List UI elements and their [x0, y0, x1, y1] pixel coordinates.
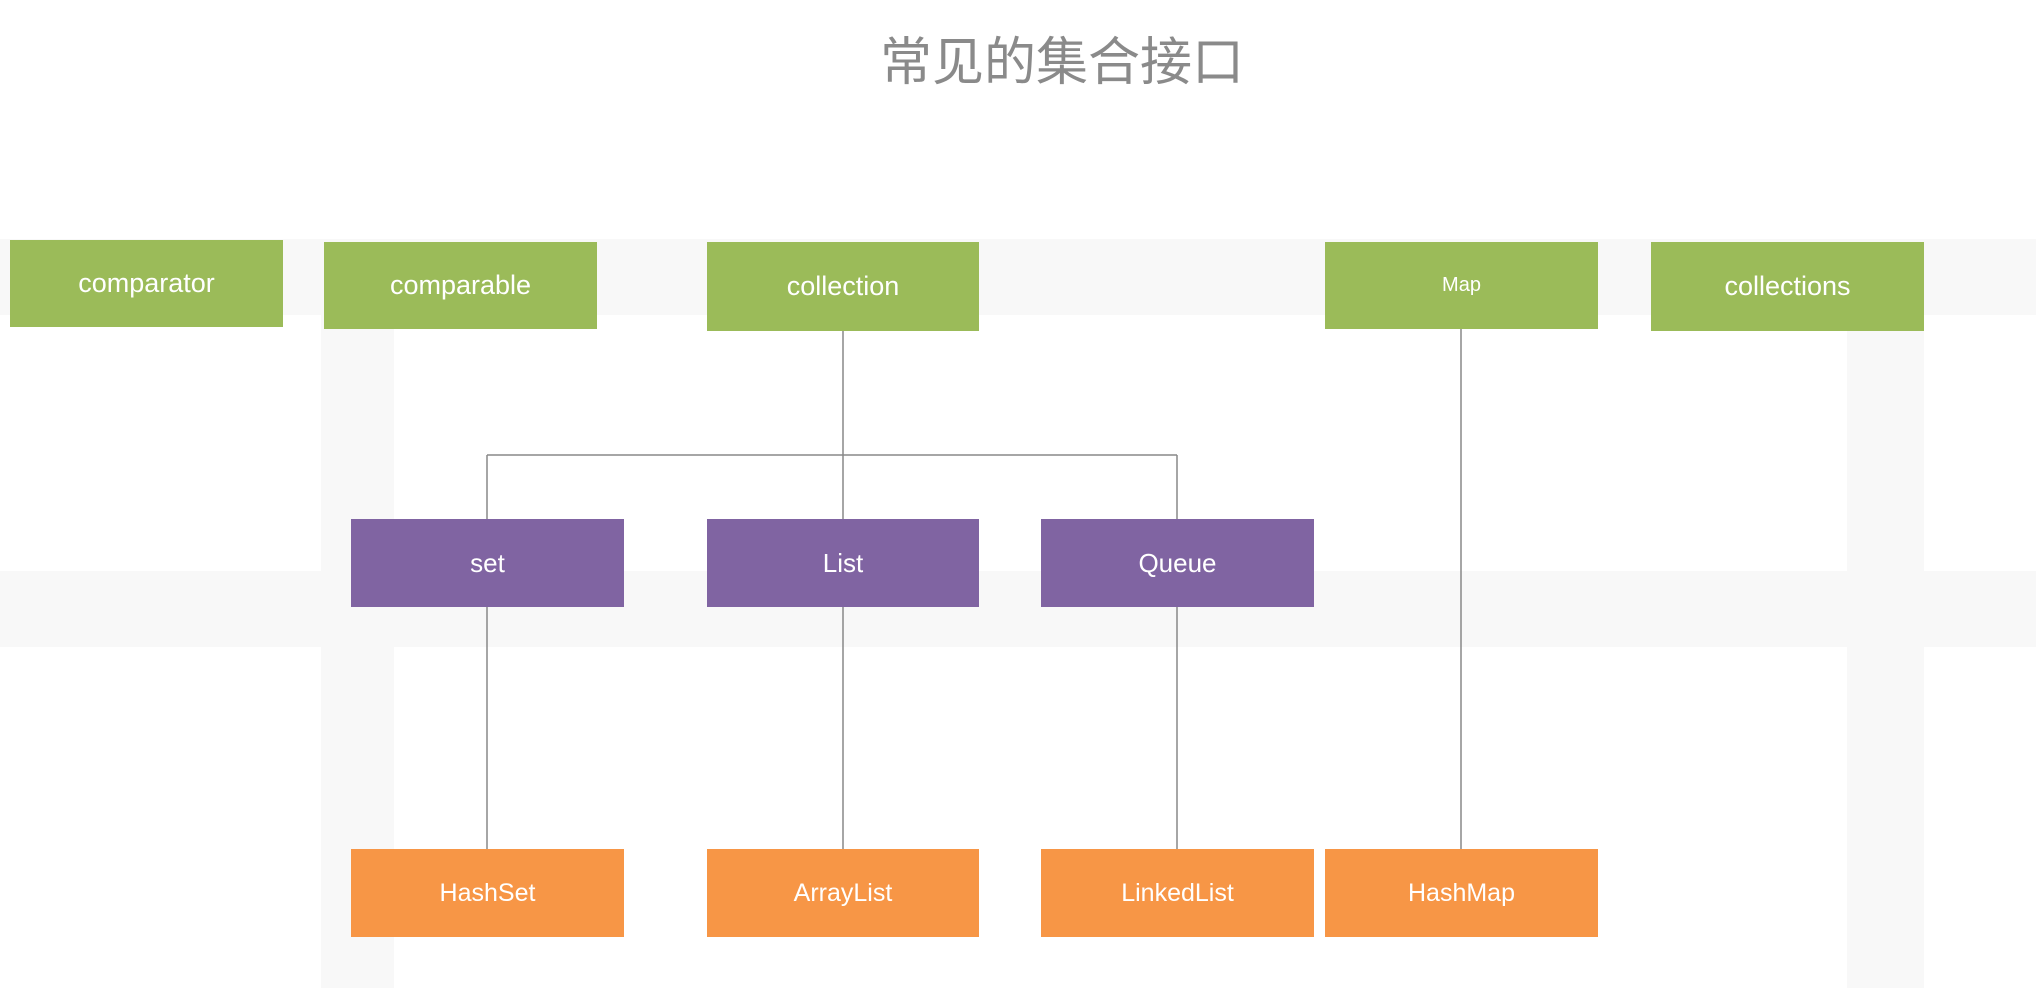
node-linkedlist[interactable]: LinkedList: [1041, 849, 1314, 937]
node-arraylist[interactable]: ArrayList: [707, 849, 979, 937]
node-comparable[interactable]: comparable: [324, 242, 597, 329]
node-collections[interactable]: collections: [1651, 242, 1924, 331]
node-collection[interactable]: collection: [707, 242, 979, 331]
node-queue[interactable]: Queue: [1041, 519, 1314, 607]
node-map[interactable]: Map: [1325, 242, 1598, 329]
node-hashmap[interactable]: HashMap: [1325, 849, 1598, 937]
node-comparator[interactable]: comparator: [10, 240, 283, 327]
node-set[interactable]: set: [351, 519, 624, 607]
diagram-title: 常见的集合接口: [879, 33, 1244, 93]
node-hashset[interactable]: HashSet: [351, 849, 624, 937]
background-band-right: [1847, 315, 1924, 988]
node-list[interactable]: List: [707, 519, 979, 607]
